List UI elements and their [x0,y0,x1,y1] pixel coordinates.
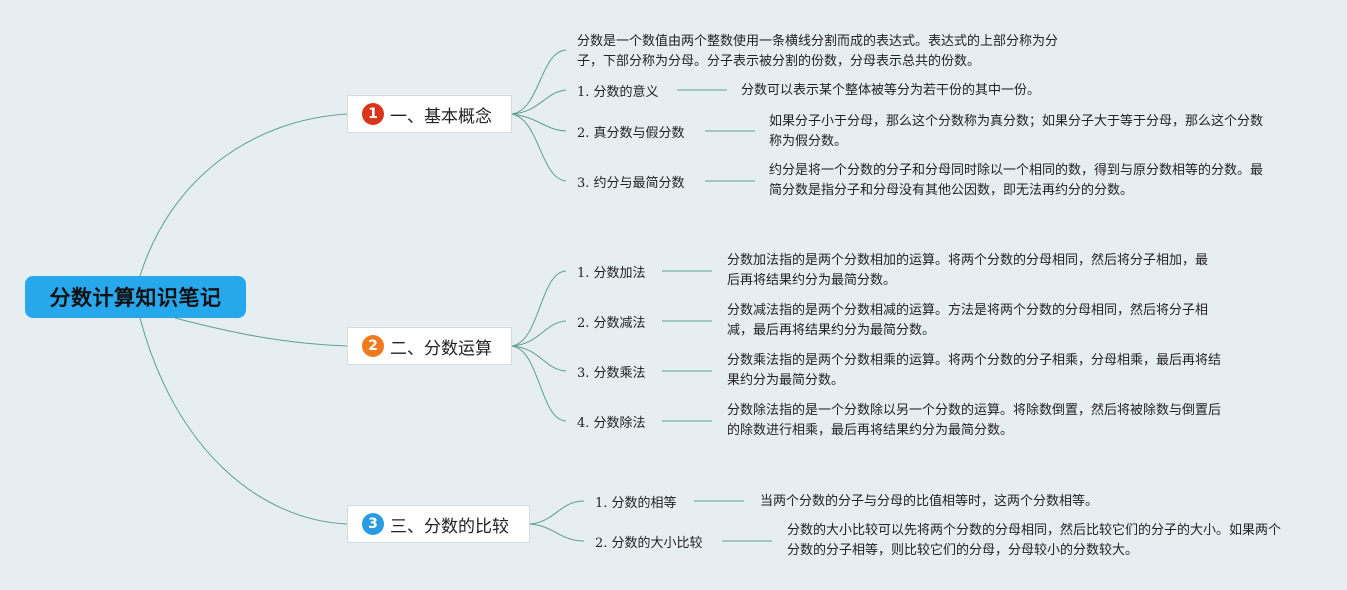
topic-desc: 约分是将一个分数的分子和分母同时除以一个相同的数，得到与原分数相等的分数。最简分… [769,163,1264,198]
topic-label[interactable]: 1. 分数的意义 [577,85,659,100]
topic-label[interactable]: 3. 分数乘法 [577,366,646,381]
branch-title: 一、基本概念 [390,106,492,127]
topic-desc: 分数减法指的是两个分数相减的运算。方法是将两个分数的分母相同，然后将分子相减，最… [727,303,1209,338]
number-badge: 2 [362,335,384,357]
topic-desc: 分数乘法指的是两个分数相乘的运算。将两个分数的分子相乘，分母相乘，最后再将结果约… [727,353,1222,388]
root-node[interactable]: 分数计算知识笔记 [25,276,246,318]
topic-label[interactable]: 4. 分数除法 [577,416,646,431]
root-title: 分数计算知识笔记 [49,286,222,310]
intro-text: 分数是一个数值由两个整数使用一条横线分割而成的表达式。表达式的上部分称为分子，下… [577,34,1059,69]
topic-desc: 分数的大小比较可以先将两个分数的分母相同，然后比较它们的分子的大小。如果两个分数… [787,523,1282,558]
topic-desc: 分数可以表示某个整体被等分为若干份的其中一份。 [741,83,1041,98]
topic-label[interactable]: 2. 真分数与假分数 [577,126,685,141]
branch-title: 三、分数的比较 [390,516,509,537]
topic-label[interactable]: 3. 约分与最简分数 [577,176,685,191]
branch-fraction-operations[interactable]: 2 二、分数运算 [347,327,512,365]
number-badge: 1 [362,103,384,125]
branch-basic-concepts[interactable]: 1 一、基本概念 [347,95,512,133]
topic-label[interactable]: 1. 分数加法 [577,266,646,281]
topic-desc: 当两个分数的分子与分母的比值相等时，这两个分数相等。 [760,494,1099,509]
topic-desc: 分数加法指的是两个分数相加的运算。将两个分数的分母相同，然后将分子相加，最后再将… [727,253,1209,288]
topic-desc: 分数除法指的是一个分数除以另一个分数的运算。将除数倒置，然后将被除数与倒置后的除… [727,403,1222,438]
topic-label[interactable]: 2. 分数减法 [577,316,646,331]
topic-label[interactable]: 2. 分数的大小比较 [595,536,703,551]
branch-fraction-comparison[interactable]: 3 三、分数的比较 [347,505,530,543]
branch-title: 二、分数运算 [390,338,492,359]
topic-desc: 如果分子小于分母，那么这个分数称为真分数；如果分子大于等于分母，那么这个分数称为… [769,114,1264,149]
number-badge: 3 [362,513,384,535]
topic-label[interactable]: 1. 分数的相等 [595,496,677,511]
